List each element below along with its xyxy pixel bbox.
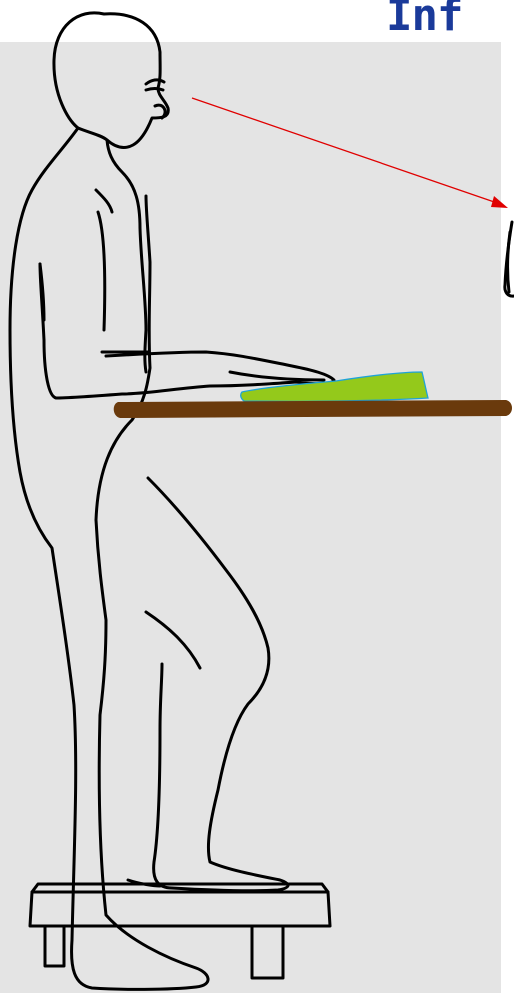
monitor-edge <box>508 232 510 292</box>
glasses-frame <box>146 89 163 91</box>
page-title: Inf <box>386 0 462 41</box>
desk <box>114 400 512 418</box>
